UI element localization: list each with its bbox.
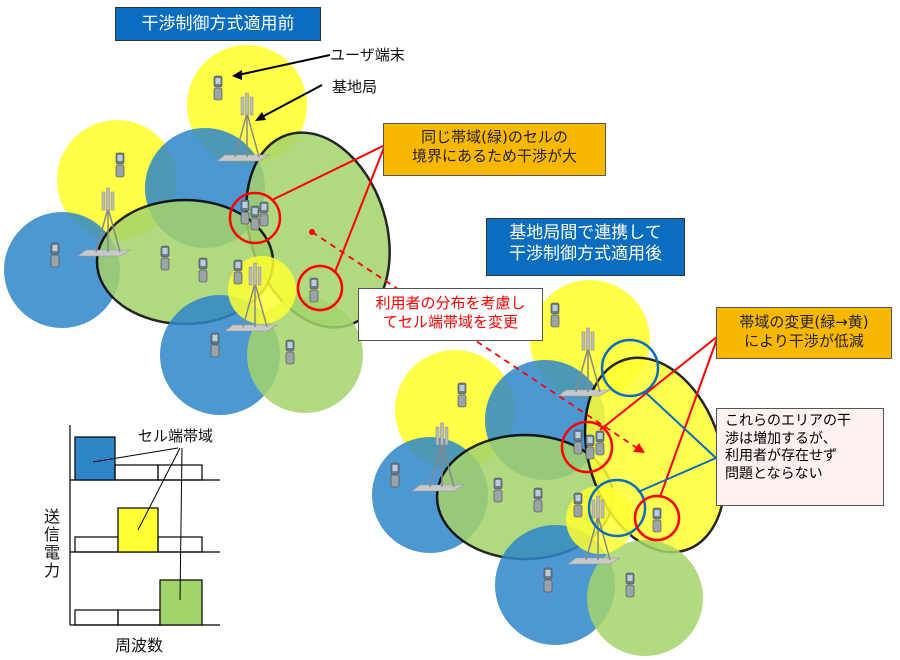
note-line: 境界にあるため干渉が大: [411, 146, 577, 165]
band-chart: [69, 425, 220, 626]
arrow-base-station: [259, 84, 323, 119]
band-block-green: [159, 579, 203, 626]
phone-icon: [457, 382, 467, 408]
note-line: 渉は増加するが、: [725, 430, 837, 447]
phone-icon: [573, 492, 583, 518]
callout-line: [271, 144, 386, 201]
note-line: 同じ帯域(緑)のセルの: [421, 128, 568, 146]
interference-marker: [228, 191, 282, 245]
area-note: これらのエリアの干 渉は増加するが、 利用者が存在せず 問題とならない: [716, 408, 884, 506]
phone-icon: [50, 242, 60, 268]
interference-marker: [633, 494, 681, 542]
callout-line: [637, 457, 717, 493]
note-line: により干渉が低減: [744, 331, 864, 350]
phone-icon: [213, 75, 223, 101]
cell-blue: [4, 212, 120, 328]
arrow-head: [255, 112, 266, 121]
arrow-head: [232, 70, 242, 80]
phone-icon: [595, 430, 605, 456]
phone-icon: [543, 567, 553, 593]
note-line: 利用者の分布を考慮し: [375, 294, 526, 312]
cell-green: [247, 297, 363, 413]
arrow-head: [633, 443, 645, 453]
phone-icon: [573, 429, 583, 455]
title-line: 基地局間で連携して: [509, 223, 662, 243]
after-title: 基地局間で連携して 干渉制御方式適用後: [486, 218, 685, 276]
phone-icon: [233, 259, 243, 285]
change-note: 利用者の分布を考慮し てセル端帯域を変更: [358, 288, 543, 341]
interference-marker: [296, 264, 344, 312]
cell-yellow: [228, 256, 296, 324]
cluster-after: [309, 229, 727, 656]
phone-icon: [240, 199, 250, 225]
note-line: これらのエリアの干: [725, 413, 851, 429]
callout-line: [599, 335, 719, 431]
callout-line: [659, 335, 719, 498]
arrow-user-terminal: [237, 54, 331, 76]
note-line: てセル端帯域を変更: [382, 312, 518, 331]
area-marker: [600, 338, 660, 398]
phone-icon: [115, 152, 125, 178]
callout-line: [334, 144, 386, 273]
note-line: 利用者が存在せず: [725, 448, 837, 464]
phone-icon: [625, 572, 635, 598]
user-terminal-label: ユーザ端末: [330, 46, 405, 64]
note-line: 帯域の変更(緑→黄): [739, 313, 869, 331]
arrow-origin: [309, 229, 315, 235]
phone-icon: [198, 257, 208, 283]
phone-icon: [285, 339, 295, 365]
cell-green: [587, 540, 703, 656]
base-station-label: 基地局: [332, 78, 378, 96]
power-axis-label: 送信電力: [41, 508, 60, 580]
phone-icon: [493, 477, 503, 503]
frequency-axis-label: 周波数: [115, 636, 164, 655]
cluster-before: [4, 45, 391, 415]
phone-icon: [652, 507, 662, 533]
phone-icon: [533, 487, 543, 513]
phone-icon: [550, 302, 560, 328]
phone-icon: [210, 332, 220, 358]
phone-icon: [250, 205, 260, 231]
same-band-note: 同じ帯域(緑)のセルの 境界にあるため干渉が大: [383, 123, 606, 176]
band-block-blue: [74, 436, 116, 481]
phone-icon: [585, 434, 595, 460]
area-marker: [587, 478, 647, 538]
interference-marker: [560, 420, 614, 474]
before-title: 干渉制御方式適用前: [115, 7, 321, 41]
phone-icon: [259, 201, 269, 227]
callout-line: [644, 391, 717, 459]
phone-icon: [160, 245, 170, 271]
note-line: 問題とならない: [725, 465, 823, 482]
phone-icon: [309, 277, 319, 303]
title-line: 干渉制御方式適用後: [509, 244, 662, 265]
cell-edge-band-label: セル端帯域: [138, 427, 214, 445]
phone-icon: [390, 462, 400, 488]
cell-blue: [495, 525, 615, 645]
band-change-note: 帯域の変更(緑→黄) により干渉が低減: [716, 307, 892, 359]
